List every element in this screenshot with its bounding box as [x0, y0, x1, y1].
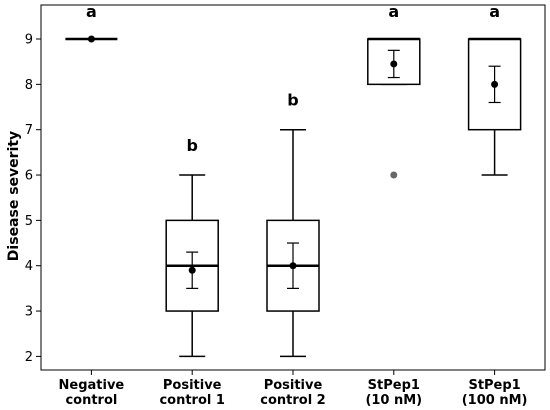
significance-letter: a [86, 2, 97, 21]
y-tick-label: 5 [25, 214, 33, 229]
mean-point [390, 60, 398, 68]
y-tick-label: 6 [25, 169, 33, 184]
outlier-point [390, 171, 398, 179]
box-group: b [165, 136, 219, 358]
y-axis: 2 3 4 5 6 7 8 9 [25, 33, 41, 365]
box-group: a [367, 2, 421, 179]
x-category-label: Negative [59, 378, 125, 393]
y-tick-label: 4 [25, 259, 33, 274]
significance-letter: b [287, 91, 298, 110]
x-category-label: Positive [163, 378, 222, 393]
y-axis-title: Disease severity [6, 131, 22, 261]
y-tick-label: 8 [25, 78, 33, 93]
y-tick-label: 9 [25, 33, 33, 48]
x-category-label: control 1 [159, 393, 224, 408]
significance-letter: a [388, 2, 399, 21]
y-tick-label: 2 [25, 350, 33, 365]
x-category-label: control 2 [260, 393, 325, 408]
x-category-label: control [65, 393, 117, 408]
x-category-label: StPep1 [368, 378, 420, 393]
mean-point [188, 266, 196, 274]
x-category-label: Positive [264, 378, 323, 393]
y-tick-label: 3 [25, 305, 33, 320]
x-category-label: StPep1 [468, 378, 520, 393]
box-group: b [266, 91, 320, 358]
box-group: a [65, 2, 118, 43]
y-tick-label: 7 [25, 123, 33, 138]
mean-point [491, 80, 499, 88]
box-group: a [467, 2, 522, 176]
x-category-label: (100 nM) [462, 393, 528, 408]
x-category-label: (10 nM) [365, 393, 422, 408]
boxes: a b b a a [65, 2, 522, 358]
mean-point [289, 262, 297, 270]
mean-point [87, 35, 95, 43]
significance-letter: b [186, 136, 197, 155]
significance-letter: a [489, 2, 500, 21]
